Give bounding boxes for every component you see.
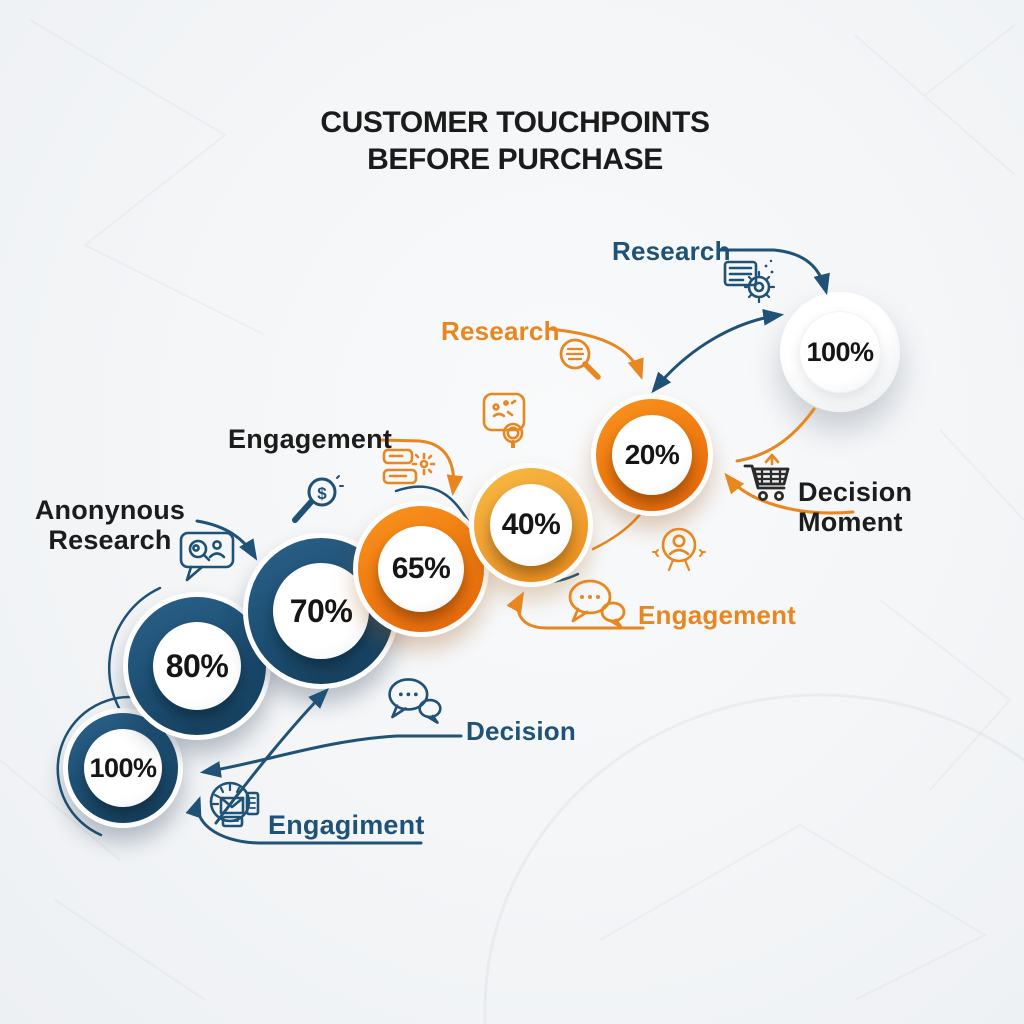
label-research-blue: Research (612, 236, 731, 266)
circle-20-orange: 20% (591, 394, 713, 516)
page-title: CUSTOMER TOUCHPOINTS BEFORE PURCHASE (262, 104, 768, 178)
background-scribble-lines (0, 19, 1024, 1001)
circle-100-white: 100% (780, 292, 900, 412)
magnifier-lines-icon (552, 333, 608, 385)
chat-dots-blue-icon (383, 674, 445, 728)
message-cards-sparkle-icon (380, 446, 436, 494)
circle-100-white-face: 100% (799, 311, 881, 393)
magnifier-dollar-icon: $ (282, 472, 346, 536)
circle-100-blue-value: 100% (89, 752, 157, 783)
circle-65-orange: 65% (353, 501, 489, 637)
circle-65-orange-face: 65% (378, 526, 464, 612)
circle-40-amber-value: 40% (501, 508, 561, 541)
faint-ring-decoration (483, 693, 1024, 1024)
chat-dots-orange-icon (563, 576, 629, 632)
label-decision-blue: Decision (466, 716, 576, 746)
circle-65-orange-value: 65% (391, 552, 451, 585)
window-search-icon (480, 390, 532, 448)
label-decision-moment: Decision Moment (798, 477, 912, 537)
customer-badge-icon (650, 520, 708, 574)
chat-search-person-icon (176, 528, 238, 584)
label-decision-moment-line1: Decision (798, 477, 913, 507)
label-anonymous-research-line1: Anonynous (34, 495, 186, 525)
circle-20-orange-face: 20% (612, 415, 692, 495)
circle-100-blue-face: 100% (84, 729, 162, 807)
shopping-cart-icon (742, 452, 792, 504)
circle-80-blue-face: 80% (153, 622, 241, 710)
gauge-mail-icon (203, 776, 267, 834)
server-gear-icon (722, 253, 776, 303)
page-title-line2: BEFORE PURCHASE (367, 143, 663, 176)
circle-70-blue-value: 70% (289, 592, 353, 629)
circle-40-amber: 40% (469, 463, 593, 587)
label-engagiment-blue: Engagiment (268, 810, 425, 840)
label-research-orange: Research (441, 316, 560, 346)
label-anonymous-research: Anonynous Research (30, 495, 190, 555)
label-engagement-orange: Engagement (638, 600, 797, 630)
label-decision-moment-line2: Moment (798, 507, 903, 537)
page-title-line1: CUSTOMER TOUCHPOINTS (320, 106, 710, 139)
label-engagement-black: Engagement (228, 424, 393, 454)
circle-40-amber-face: 40% (490, 484, 572, 566)
circle-20-orange-value: 20% (624, 439, 680, 470)
svg-text:$: $ (317, 484, 327, 503)
circle-80-blue-value: 80% (165, 647, 229, 684)
circle-100-white-value: 100% (806, 336, 874, 367)
label-anonymous-research-line2: Research (48, 525, 172, 555)
